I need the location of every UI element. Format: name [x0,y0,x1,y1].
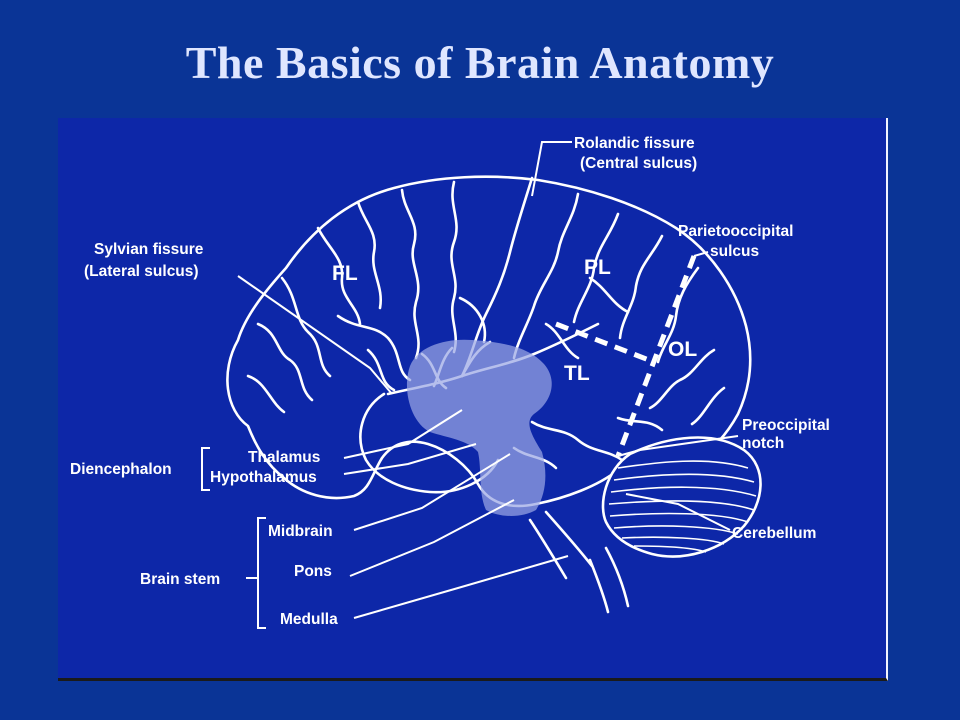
rolandic-label-line1: Rolandic fissure [574,135,695,152]
parietal-lobe-label: PL [584,256,611,279]
brain-diagram-svg: FL PL TL OL Rolandic fissure (Central su… [70,135,830,629]
pons-leader [349,499,515,577]
parietooccipital-leader [693,251,709,257]
preoccipital-dashed-line [555,321,655,365]
sylvian-label-line1: Sylvian fissure [94,241,204,258]
cerebellum-shape [601,436,762,558]
shaded-deep-structures [406,339,552,516]
thalamus-leader [343,409,463,459]
slide-title: The Basics of Brain Anatomy [185,37,775,88]
sulcus [588,276,630,314]
midbrain-label: Midbrain [268,523,333,540]
rolandic-leader [531,141,572,197]
sulcus [246,374,286,414]
temporal-lobe-outline [359,392,500,494]
sulcus [648,348,716,410]
hypothalamus-leader [343,443,477,475]
sulcus [458,296,487,344]
sulcus [280,276,332,378]
sulcus [336,314,412,382]
sylvian-leader [237,275,393,395]
occipital-lobe-label: OL [668,338,697,361]
hypothalamus-label: Hypothalamus [210,469,317,486]
thalamus-label: Thalamus [248,449,320,466]
sulcus [616,416,664,432]
parietooccipital-sulcus-line [615,255,697,457]
brainstem-outline [528,518,568,580]
cerebellum-label: Cerebellum [732,525,816,542]
sulcus [356,200,383,310]
preoccipital-label-line1: Preoccipital [742,417,830,434]
medulla-label: Medulla [280,611,338,628]
sulcus [512,192,580,360]
preoccipital-label-line2: notch [742,435,784,452]
sulcus [530,420,624,462]
sulcus [366,348,396,392]
parietooccipital-label-line1: Parietooccipital [678,223,793,240]
sulcus [450,180,458,354]
cerebellum-leader [625,493,731,531]
sulcus [256,322,314,402]
brain-diagram: FL PL TL OL Rolandic fissure (Central su… [58,118,888,681]
sylvian-label-line2: (Lateral sulcus) [84,263,199,280]
brainstem-outline [604,546,630,608]
medulla-leader [353,555,569,619]
sulcus [400,188,420,360]
brainstem-outline [544,510,594,568]
diencephalon-label: Diencephalon [70,461,172,478]
midbrain-leader [353,453,511,531]
sulcus [690,386,726,426]
brain-outline [226,175,752,508]
brainstem-bracket [257,517,266,629]
brainstem-outline [588,558,610,614]
frontal-lobe-label: FL [332,262,358,285]
rolandic-label-line2: (Central sulcus) [580,155,697,172]
brain-stem-label: Brain stem [140,571,220,588]
sulcus [656,266,700,364]
sulcus [572,212,620,324]
sulcus [618,234,664,340]
pons-label: Pons [294,563,332,580]
temporal-lobe-label: TL [564,362,590,385]
diencephalon-bracket [201,447,210,491]
preoccipital-leader [617,435,739,457]
sulcus [316,226,362,326]
parietooccipital-label-line2: sulcus [710,243,759,260]
